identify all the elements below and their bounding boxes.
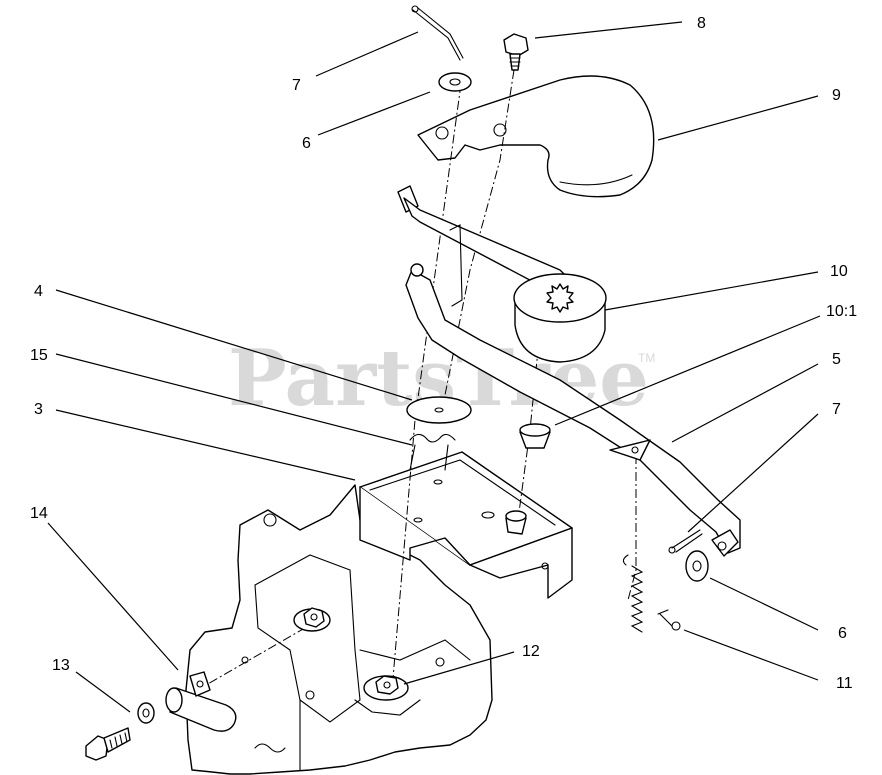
spacer: [165, 671, 237, 732]
callout-10: 10: [830, 263, 848, 280]
flat-washer: [406, 396, 472, 424]
bracket: [359, 451, 573, 599]
callout-8: 8: [697, 15, 706, 32]
cotter-pin-top: [411, 5, 464, 61]
callout-4: 4: [34, 283, 43, 300]
cotter-pin-lower: [668, 529, 703, 554]
lower-bushing: [505, 510, 527, 535]
extension-spring: [622, 554, 681, 633]
callout-7-lower: 7: [832, 401, 841, 418]
cover-plate: [417, 75, 655, 198]
flange-nut: [363, 675, 409, 701]
callout-7-top: 7: [292, 77, 301, 94]
chassis-nut: [293, 607, 331, 632]
callout-6-lower: 6: [838, 625, 847, 642]
washer-small: [137, 702, 155, 724]
callout-11: 11: [836, 675, 853, 692]
callout-14: 14: [30, 505, 48, 522]
bushing: [519, 423, 551, 449]
callout-10-1: 10:1: [826, 303, 857, 320]
hub: [513, 273, 607, 363]
shift-rod: [397, 185, 741, 554]
callout-15: 15: [30, 347, 48, 364]
assembly-line-4: [627, 455, 637, 601]
callout-5: 5: [832, 351, 841, 368]
callout-13: 13: [52, 657, 70, 674]
rod-end-pin: [711, 529, 739, 557]
assembly-line-3: [517, 329, 541, 521]
callout-9: 9: [832, 87, 841, 104]
bolt-lower: [85, 727, 131, 761]
callout-3: 3: [34, 401, 43, 418]
callout-6-top: 6: [302, 135, 311, 152]
washer-lower: [685, 550, 709, 582]
washer-top: [438, 72, 472, 92]
watermark-trademark: TM: [638, 351, 655, 365]
retaining-clip: [409, 433, 456, 443]
leader-lines: [47, 21, 821, 713]
assembly-line-2: [439, 69, 515, 421]
bolt-top: [503, 33, 529, 71]
callout-12: 12: [522, 643, 540, 660]
